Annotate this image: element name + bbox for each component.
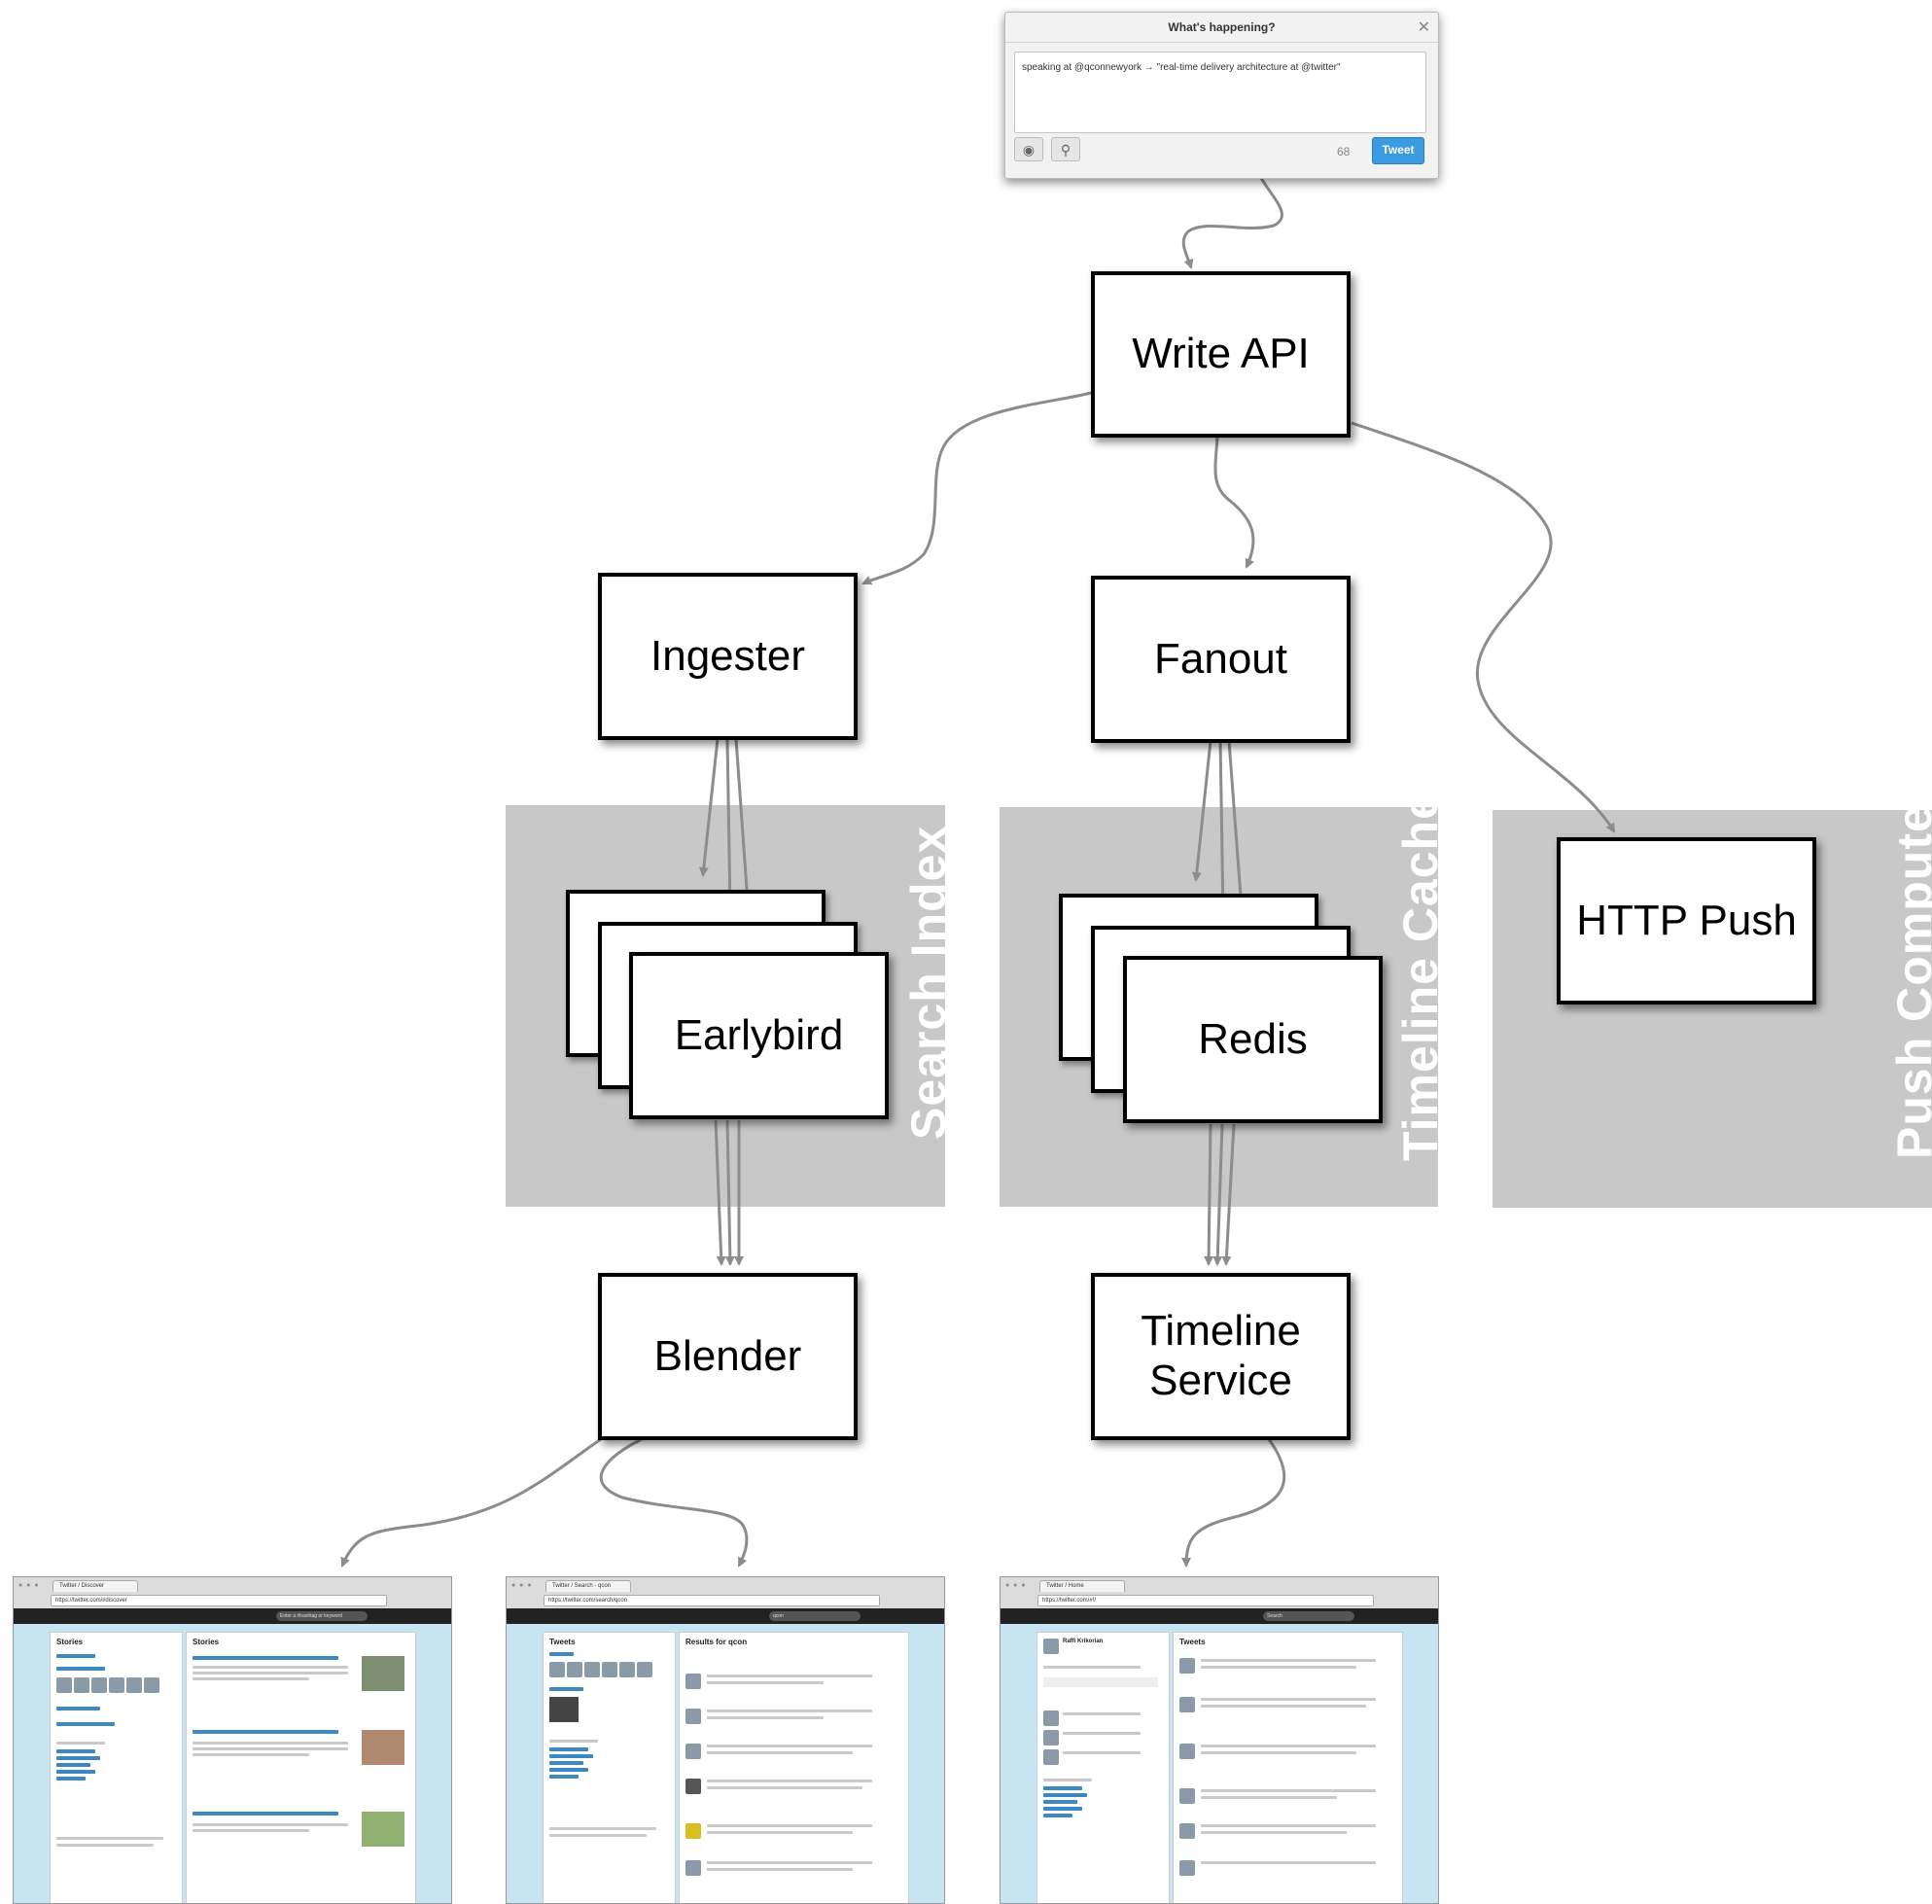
ingester-node: Ingester (598, 573, 858, 740)
browser-chrome: ● ● ● Twitter / Home https://twitter.com… (1001, 1577, 1438, 1609)
arrow-compose-to-writeapi (1181, 177, 1283, 269)
camera-icon[interactable]: ◉ (1014, 137, 1043, 161)
browser-tab: Twitter / Discover (53, 1580, 138, 1592)
left-column-title: Raffi Krikorian (1063, 1639, 1104, 1644)
push-compute-label: Push Compute (1887, 804, 1932, 1159)
arrow-ingester-to-earlybird-2 (724, 738, 735, 911)
redis-node: Redis (1123, 956, 1383, 1123)
timeline-cache-label: Timeline Cache (1393, 792, 1448, 1161)
twitter-topbar: Search (1001, 1608, 1438, 1624)
address-bar: https://twitter.com/search/qcon (544, 1595, 880, 1606)
left-column: Tweets (543, 1632, 676, 1903)
address-bar: https://twitter.com/i/discover (51, 1595, 387, 1606)
main-column: Tweets (1173, 1632, 1403, 1903)
arrow-redis-to-timeline-1 (1204, 1123, 1214, 1266)
search-index-label: Search Index (901, 825, 956, 1140)
arrow-earlybird-to-blender-1 (714, 1119, 726, 1266)
arrow-ingester-to-earlybird-1 (698, 738, 720, 877)
arrow-timeline-to-home (1181, 1438, 1286, 1568)
main-column: Results for qcon (679, 1632, 909, 1903)
close-icon[interactable]: ✕ (1417, 19, 1430, 36)
search-field: Search (1263, 1611, 1354, 1621)
twitter-topbar: Enter a #hashtag or keyword (14, 1608, 451, 1624)
tweet-textarea[interactable]: speaking at @qconnewyork → "real-time de… (1014, 52, 1426, 133)
arrow-writeapi-to-httppush (1351, 421, 1616, 833)
left-column-title: Stories (56, 1638, 84, 1646)
address-bar: https://twitter.com/#!/ (1037, 1595, 1374, 1606)
main-column: Stories (186, 1632, 416, 1903)
browser-tab: Twitter / Home (1039, 1580, 1125, 1592)
arrow-blender-to-search (599, 1437, 749, 1568)
main-column-title: Stories (193, 1638, 220, 1646)
search-field: qcon (769, 1611, 861, 1621)
arrow-fanout-to-redis-1 (1191, 740, 1212, 882)
left-column-title: Tweets (549, 1638, 576, 1646)
browser-chrome: ● ● ● Twitter / Discover https://twitter… (14, 1577, 451, 1609)
arrow-fanout-to-redis-2 (1217, 740, 1228, 916)
timeline-service-node: Timeline Service (1091, 1273, 1351, 1440)
left-column: Stories (50, 1632, 183, 1903)
arrow-writeapi-to-ingester (861, 391, 1092, 585)
compose-title: What's happening? (1005, 13, 1438, 43)
location-pin-icon[interactable]: ⚲ (1051, 137, 1080, 161)
char-count: 68 (1337, 145, 1351, 159)
left-column: Raffi Krikorian (1036, 1632, 1170, 1903)
arrow-redis-to-timeline-3 (1221, 1123, 1236, 1266)
http-push-node: HTTP Push (1557, 837, 1816, 1005)
twitter-topbar: qcon (507, 1608, 944, 1624)
write-api-node: Write API (1091, 271, 1351, 438)
arrow-earlybird-to-blender-2 (724, 1119, 735, 1266)
tweet-button[interactable]: Tweet (1372, 137, 1424, 164)
arrow-blender-to-discover (340, 1437, 602, 1568)
fanout-node: Fanout (1091, 576, 1351, 743)
main-column-title: Tweets (1179, 1638, 1206, 1646)
main-column-title: Results for qcon (685, 1638, 748, 1646)
earlybird-node: Earlybird (629, 952, 889, 1119)
arrow-redis-to-timeline-2 (1212, 1123, 1224, 1266)
browser-tab: Twitter / Search - qcon (545, 1580, 631, 1592)
browser-chrome: ● ● ● Twitter / Search - qcon https://tw… (507, 1577, 944, 1609)
blender-node: Blender (598, 1273, 858, 1440)
home-timeline-screenshot: ● ● ● Twitter / Home https://twitter.com… (1000, 1576, 1439, 1904)
arrow-writeapi-to-fanout (1213, 437, 1255, 569)
search-page-screenshot: ● ● ● Twitter / Search - qcon https://tw… (506, 1576, 945, 1904)
discover-page-screenshot: ● ● ● Twitter / Discover https://twitter… (13, 1576, 452, 1904)
search-field: Enter a #hashtag or keyword (276, 1611, 368, 1621)
